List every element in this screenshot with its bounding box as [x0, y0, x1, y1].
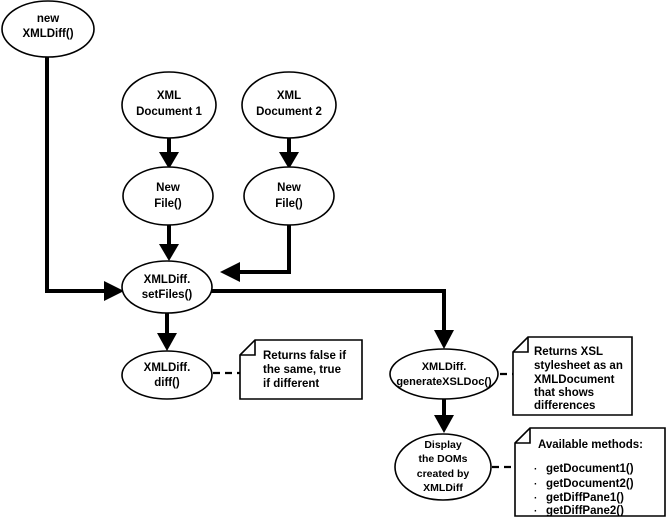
note-bullet-dot-1: · — [534, 464, 537, 475]
node-xmldiff-setfiles[interactable]: XMLDiff. setFiles() — [121, 260, 213, 314]
node-new-xmldiff-line-1: new — [37, 13, 59, 25]
edge-setfiles-to-diff — [157, 313, 177, 351]
edge-newfile1-to-setfiles — [159, 222, 179, 261]
node-xml-document-2-line-1: XML — [277, 90, 301, 102]
note-generatexsldoc-line-2: stylesheet as an — [534, 360, 623, 372]
node-new-file-2-line-2: File() — [275, 198, 303, 210]
note-diff[interactable]: Returns false if the same, true if diffe… — [239, 339, 363, 400]
node-xmldiff-generatexsldoc-line-1: XMLDiff. — [422, 361, 467, 373]
node-new-file-2[interactable]: New File() — [243, 166, 335, 226]
node-display-doms[interactable]: Display the DOMs created by XMLDiff — [394, 433, 492, 501]
note-bullet-dot-2: · — [534, 479, 537, 490]
note-diff-line-1: Returns false if — [263, 350, 346, 362]
note-generatexsldoc-line-4: that shows — [534, 387, 594, 399]
node-xmldiff-setfiles-line-1: XMLDiff. — [144, 274, 191, 286]
node-xmldiff-generatexsldoc[interactable]: XMLDiff. generateXSLDoc() — [389, 348, 499, 400]
note-generatexsldoc-line-3: XMLDocument — [534, 374, 615, 386]
node-xml-document-1-line-1: XML — [157, 90, 181, 102]
node-xmldiff-diff-line-2: diff() — [154, 377, 180, 389]
edge-setfiles-to-generatexsldoc — [205, 289, 454, 349]
node-xmldiff-generatexsldoc-line-2: generateXSLDoc() — [396, 376, 492, 388]
note-diff-line-2: the same, true — [263, 364, 341, 376]
node-xmldiff-diff-line-1: XMLDiff. — [144, 362, 191, 374]
edge-newfile2-to-setfiles — [220, 222, 291, 282]
note-available-methods-heading: Available methods: — [538, 439, 643, 451]
note-bullet-4: getDiffPane2() — [546, 505, 624, 517]
node-xml-document-1-line-2: Document 1 — [136, 106, 202, 118]
node-display-doms-line-1: Display — [424, 439, 462, 451]
node-new-file-1-line-2: File() — [154, 198, 182, 210]
edge-doc2-to-newfile2 — [279, 137, 299, 169]
note-bullet-dot-3: · — [534, 493, 537, 504]
note-bullet-3: getDiffPane1() — [546, 492, 624, 504]
note-generatexsldoc-line-5: differences — [534, 400, 595, 412]
edge-new-xmldiff-to-setfiles — [45, 57, 124, 301]
node-new-xmldiff[interactable]: new XMLDiff() — [1, 0, 95, 58]
node-xml-document-1[interactable]: XML Document 1 — [121, 71, 217, 139]
note-bullet-1: getDocument1() — [546, 463, 634, 475]
note-bullet-dot-4: · — [534, 506, 537, 517]
node-display-doms-line-2: the DOMs — [418, 453, 467, 465]
note-available-methods[interactable]: Available methods: · getDocument1() · ge… — [514, 427, 666, 517]
node-display-doms-line-4: XMLDiff — [423, 482, 463, 494]
node-new-file-1[interactable]: New File() — [122, 166, 214, 226]
node-xmldiff-setfiles-line-2: setFiles() — [142, 289, 193, 301]
node-xml-document-2[interactable]: XML Document 2 — [241, 71, 337, 139]
node-display-doms-line-3: created by — [417, 468, 470, 480]
node-new-xmldiff-line-2: XMLDiff() — [22, 28, 73, 40]
edge-generatexsldoc-to-display — [434, 399, 454, 433]
node-new-file-1-line-1: New — [156, 182, 180, 194]
note-bullet-2: getDocument2() — [546, 478, 634, 490]
note-generatexsldoc-line-1: Returns XSL — [534, 346, 603, 358]
edge-doc1-to-newfile1 — [159, 137, 179, 169]
note-diff-line-3: if different — [263, 378, 319, 390]
note-generatexsldoc[interactable]: Returns XSL stylesheet as an XMLDocument… — [512, 336, 633, 416]
node-new-file-2-line-1: New — [277, 182, 301, 194]
node-xmldiff-diff[interactable]: XMLDiff. diff() — [121, 350, 213, 400]
node-xml-document-2-line-2: Document 2 — [256, 106, 322, 118]
